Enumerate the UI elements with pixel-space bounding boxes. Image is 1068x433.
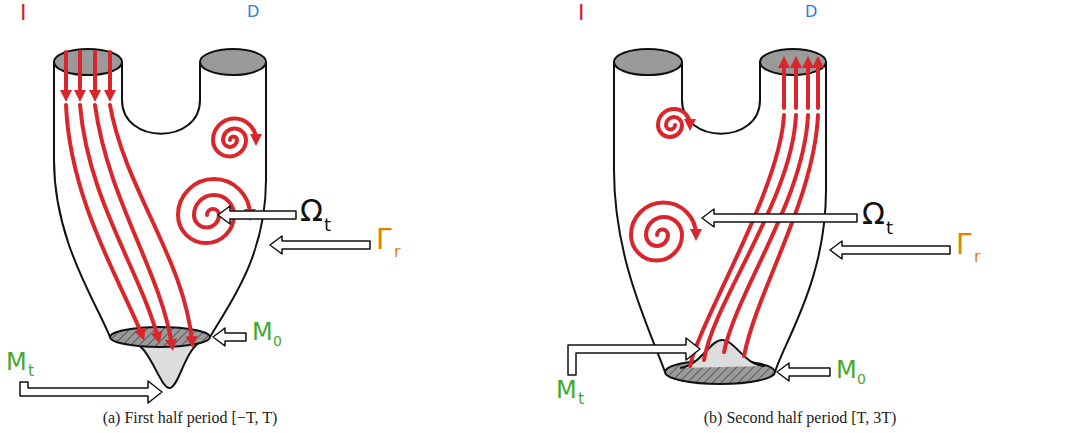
vessel-wall <box>682 62 760 134</box>
membrane-label: M <box>556 378 577 402</box>
flow-arrow <box>93 52 97 96</box>
membrane-label: M <box>836 358 857 382</box>
outlet-label: D <box>805 4 817 20</box>
flow-arrow <box>704 115 796 360</box>
flow-arrow <box>794 62 798 108</box>
membrane-label: M <box>6 350 27 374</box>
wall-label: Γ <box>376 226 392 254</box>
callout-arrow <box>777 363 830 381</box>
membrane-label: M <box>252 320 273 344</box>
flow-arrow <box>64 52 68 96</box>
wall-label: Γ <box>956 231 972 259</box>
outlet-cap <box>200 49 266 75</box>
outlet-label: D <box>247 4 259 20</box>
inlet-label: I <box>20 2 27 24</box>
subscript: t <box>578 391 584 407</box>
subscript: t <box>28 363 34 379</box>
flow-arrow <box>782 62 786 108</box>
flow-arrow <box>744 115 818 356</box>
flow-arrow <box>806 62 810 108</box>
inlet-cap <box>614 49 682 75</box>
flow-arrows-a <box>66 52 256 345</box>
subscript: r <box>974 249 981 265</box>
subscript: t <box>886 219 893 237</box>
flow-arrow <box>816 62 820 108</box>
callout-arrows-b <box>568 209 950 381</box>
caption: (a) First half period [−T, T) <box>103 410 278 426</box>
vortex-spiral <box>213 118 256 156</box>
vessel-wall <box>210 62 266 337</box>
subscript: 0 <box>273 334 282 348</box>
callout-arrow <box>568 338 700 375</box>
vessel-wall <box>122 62 200 134</box>
subscript: r <box>394 244 401 260</box>
domain-label: Ω <box>862 199 885 229</box>
vortex-spiral <box>631 203 696 261</box>
callout-arrow <box>702 209 857 227</box>
subscript: t <box>324 216 331 234</box>
subscript: 0 <box>857 372 866 386</box>
vortex-spiral <box>658 109 690 137</box>
flow-arrow <box>724 115 808 352</box>
flow-arrow <box>95 105 172 345</box>
domain-label: Ω <box>300 196 323 226</box>
outlet-membrane <box>110 327 210 347</box>
callout-arrow <box>20 381 162 403</box>
inlet-label: I <box>578 2 585 24</box>
callout-arrow <box>830 241 950 259</box>
flow-arrow <box>108 52 112 96</box>
flow-arrow <box>78 52 82 96</box>
caption: (b) Second half period [T, 3T) <box>704 410 897 426</box>
callout-arrow <box>218 206 296 224</box>
callout-arrows-a <box>20 206 370 403</box>
callout-arrow <box>213 328 246 346</box>
callout-arrow <box>270 236 370 254</box>
